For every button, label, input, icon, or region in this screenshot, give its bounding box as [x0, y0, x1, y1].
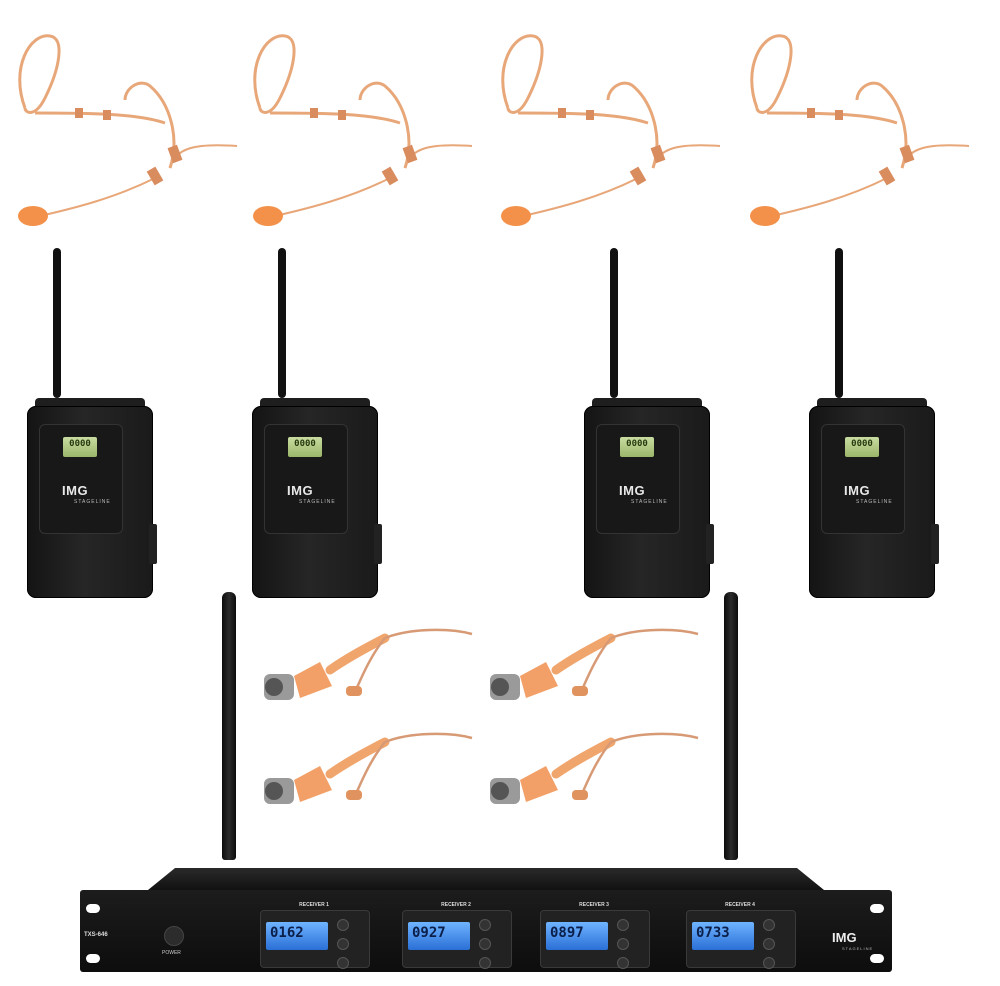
bodypack-brand: IMG — [619, 483, 646, 498]
headset-microphone-icon — [253, 34, 473, 226]
headset-microphone-icon — [18, 34, 238, 226]
bodypack-sub-brand: STAGELINE — [74, 499, 111, 505]
bodypack-clip — [931, 524, 939, 564]
antenna-icon — [53, 248, 61, 398]
bodypack-sub-brand: STAGELINE — [856, 499, 893, 505]
bodypack-lcd: 0000 — [620, 437, 654, 457]
bodypack-panel: 0000 IMG STAGELINE — [264, 424, 348, 534]
bodypack-transmitter-icon: 0000 IMG STAGELINE — [809, 246, 939, 606]
lavalier-cable-icon — [264, 628, 473, 700]
bodypack-body: 0000 IMG STAGELINE — [584, 406, 714, 598]
bodypack-sub-brand: STAGELINE — [299, 499, 336, 505]
receiver-frequency: 0162 — [270, 925, 304, 941]
receiver-button[interactable] — [337, 919, 349, 931]
receiver-button[interactable] — [763, 919, 775, 931]
receiver-channel-2: RECEIVER 2 0927 — [402, 902, 512, 969]
receiver-lcd: 0927 — [408, 922, 470, 950]
receiver-buttons — [762, 918, 786, 969]
bodypack-panel: 0000 IMG STAGELINE — [596, 424, 680, 534]
bodypack-clip — [374, 524, 382, 564]
rack-ear-hole — [86, 954, 100, 963]
rack-sub-brand: STAGELINE — [842, 946, 874, 951]
bodypack-body: 0000 IMG STAGELINE — [252, 406, 382, 598]
receiver-channel-3: RECEIVER 3 0897 — [540, 902, 650, 969]
receiver-button[interactable] — [763, 938, 775, 950]
receiver-channel-1: RECEIVER 1 0162 — [260, 902, 370, 969]
bodypack-sub-brand: STAGELINE — [631, 499, 668, 505]
receiver-button[interactable] — [617, 957, 629, 969]
receiver-button[interactable] — [479, 957, 491, 969]
bodypack-lcd: 0000 — [845, 437, 879, 457]
receiver-model: TXS-646 — [84, 932, 108, 938]
rack-front-panel: TXS-646 POWER RECEIVER 1 0162 RECEIVER 2… — [80, 890, 892, 972]
receiver-frequency: 0927 — [412, 925, 446, 941]
bodypack-body: 0000 IMG STAGELINE — [809, 406, 939, 598]
power-button[interactable] — [164, 926, 184, 946]
receiver-lcd: 0733 — [692, 922, 754, 950]
bodypack-brand: IMG — [287, 483, 314, 498]
receiver-lcd: 0162 — [266, 922, 328, 950]
rack-ear-hole — [86, 904, 100, 913]
receiver-label: RECEIVER 2 — [441, 902, 471, 908]
headset-microphone-icon — [501, 34, 721, 226]
bodypack-body: 0000 IMG STAGELINE — [27, 406, 157, 598]
antenna-icon — [724, 592, 738, 868]
rack-top — [148, 868, 824, 890]
receiver-button[interactable] — [763, 957, 775, 969]
bodypack-transmitter-icon: 0000 IMG STAGELINE — [27, 246, 157, 606]
receiver-rack: TXS-646 POWER RECEIVER 1 0162 RECEIVER 2… — [80, 868, 892, 972]
bodypack-brand: IMG — [62, 483, 89, 498]
receiver-label: RECEIVER 4 — [725, 902, 755, 908]
receiver-label: RECEIVER 1 — [299, 902, 329, 908]
bodypack-panel: 0000 IMG STAGELINE — [821, 424, 905, 534]
rack-ear-hole — [870, 904, 884, 913]
receiver-channel-4: RECEIVER 4 0733 — [686, 902, 796, 969]
bodypack-clip — [149, 524, 157, 564]
receiver-buttons — [336, 918, 360, 969]
power-label: POWER — [162, 950, 181, 956]
receiver-button[interactable] — [617, 919, 629, 931]
bodypack-lcd: 0000 — [63, 437, 97, 457]
bodypack-brand: IMG — [844, 483, 871, 498]
receiver-button[interactable] — [337, 957, 349, 969]
receiver-lcd: 0897 — [546, 922, 608, 950]
receiver-button[interactable] — [479, 919, 491, 931]
receiver-button[interactable] — [617, 938, 629, 950]
antenna-icon — [835, 248, 843, 398]
antenna-icon — [278, 248, 286, 398]
bodypack-clip — [706, 524, 714, 564]
bodypack-transmitter-icon: 0000 IMG STAGELINE — [252, 246, 382, 606]
bodypack-panel: 0000 IMG STAGELINE — [39, 424, 123, 534]
receiver-button[interactable] — [337, 938, 349, 950]
receiver-buttons — [616, 918, 640, 969]
receiver-buttons — [478, 918, 502, 969]
lavalier-cable-icon — [490, 732, 699, 804]
antenna-icon — [610, 248, 618, 398]
bodypack-lcd: 0000 — [288, 437, 322, 457]
receiver-frequency: 0897 — [550, 925, 584, 941]
receiver-label: RECEIVER 3 — [579, 902, 609, 908]
rack-brand: IMG — [832, 930, 857, 945]
receiver-button[interactable] — [479, 938, 491, 950]
bodypack-transmitter-icon: 0000 IMG STAGELINE — [584, 246, 714, 606]
headset-microphone-icon — [750, 34, 970, 226]
antenna-icon — [222, 592, 236, 868]
lavalier-cable-icon — [264, 732, 473, 804]
lavalier-cable-icon — [490, 628, 699, 700]
receiver-frequency: 0733 — [696, 925, 730, 941]
rack-ear-hole — [870, 954, 884, 963]
